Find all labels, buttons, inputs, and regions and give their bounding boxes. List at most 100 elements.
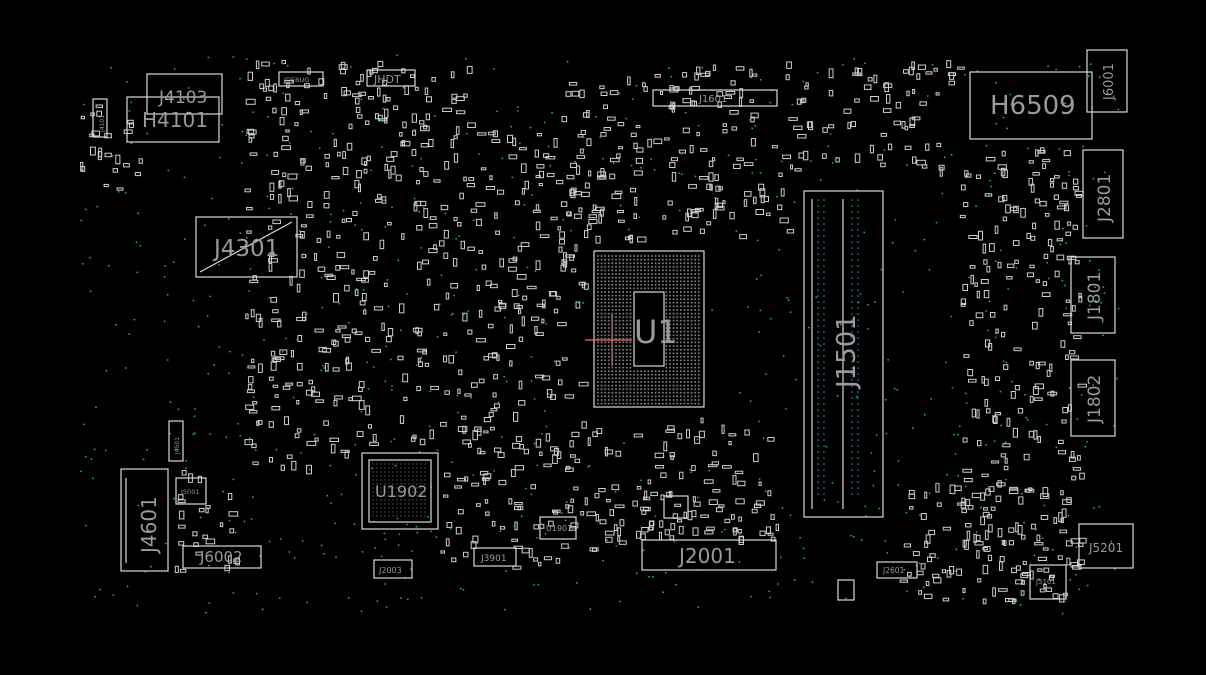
via [765, 373, 767, 376]
via [543, 410, 546, 412]
bga-ball [665, 352, 668, 355]
bga-ball [412, 467, 414, 469]
smd-component [178, 541, 185, 546]
via [851, 301, 853, 303]
via [369, 441, 372, 443]
bga-ball [679, 323, 682, 326]
via [851, 391, 853, 393]
bga-ball [625, 355, 628, 358]
bga-ball [629, 291, 632, 293]
via [241, 354, 244, 356]
smd-component [992, 587, 996, 597]
via [845, 597, 847, 600]
bga-ball [600, 363, 603, 365]
bga-ball [640, 258, 643, 261]
bga-ball [683, 327, 686, 329]
smd-component [982, 598, 987, 605]
smd-component [423, 171, 429, 177]
bga-ball [424, 483, 426, 485]
via [338, 302, 341, 305]
label-j4103: J4103 [158, 88, 207, 108]
label-u1: U1 [634, 313, 678, 351]
bga-ball [396, 475, 398, 477]
smd-component [893, 120, 901, 126]
via [1104, 171, 1106, 174]
bga-ball [676, 337, 679, 340]
bga-ball [404, 475, 406, 477]
smd-component [1076, 194, 1082, 198]
via [208, 602, 211, 604]
smd-component [417, 357, 421, 363]
via [278, 597, 281, 599]
bga-ball [697, 399, 700, 401]
bga-ball [604, 262, 607, 265]
smd-component [129, 122, 134, 128]
bga-ball [372, 499, 374, 501]
bga-ball [690, 391, 693, 394]
smd-component [1048, 575, 1054, 581]
bga-ball [690, 377, 693, 380]
bga-ball [679, 301, 682, 304]
bga-ball [396, 503, 398, 505]
bga-ball [607, 276, 610, 279]
smd-component [1000, 167, 1006, 177]
via [823, 481, 825, 483]
smd-component [358, 400, 365, 410]
via [537, 583, 540, 586]
via [696, 496, 699, 499]
bga-ball [669, 341, 671, 344]
via [999, 390, 1002, 393]
smd-component [1053, 194, 1060, 200]
via [851, 211, 853, 213]
smd-component [1058, 439, 1064, 444]
bga-ball [625, 391, 628, 394]
via [851, 451, 853, 453]
via [377, 66, 380, 69]
smd-component [1059, 594, 1065, 603]
bga-ball [625, 269, 628, 272]
via [985, 144, 988, 147]
smd-component [468, 177, 475, 181]
bga-ball [676, 395, 679, 398]
via [851, 355, 853, 357]
smd-component [518, 309, 522, 314]
bga-ball [694, 363, 697, 365]
smd-component [1026, 232, 1031, 240]
bga-ball [687, 276, 689, 279]
smd-component [1028, 160, 1034, 164]
bga-ball [597, 312, 599, 315]
smd-component [541, 318, 545, 324]
smd-component [205, 538, 216, 545]
smd-component [990, 506, 996, 511]
connector-h4101-outline [126, 96, 220, 143]
smd-component [491, 521, 496, 527]
bga-ball [651, 258, 653, 261]
bga-ball [640, 276, 643, 279]
via [791, 103, 794, 106]
via [755, 278, 758, 280]
smd-component [535, 174, 541, 179]
bga-ball [597, 359, 599, 362]
bga-ball [424, 467, 426, 469]
smd-component [535, 332, 544, 337]
via [823, 415, 825, 417]
bga-ball [694, 373, 697, 376]
bga-ball [618, 319, 621, 322]
bga-ball [380, 483, 382, 485]
bga-ball [611, 255, 614, 257]
via [320, 369, 323, 372]
via [857, 307, 859, 309]
smd-component [375, 198, 383, 203]
bga-ball [687, 402, 689, 405]
bga-ball [384, 491, 386, 493]
smd-component [959, 214, 966, 219]
bga-ball [687, 348, 689, 351]
via [777, 583, 779, 585]
smd-component [521, 316, 525, 327]
label-j4601: J4601 [137, 496, 161, 555]
bga-ball [661, 381, 664, 383]
bga-ball [412, 511, 414, 513]
via [897, 484, 900, 487]
via [817, 319, 819, 321]
via [964, 176, 967, 179]
